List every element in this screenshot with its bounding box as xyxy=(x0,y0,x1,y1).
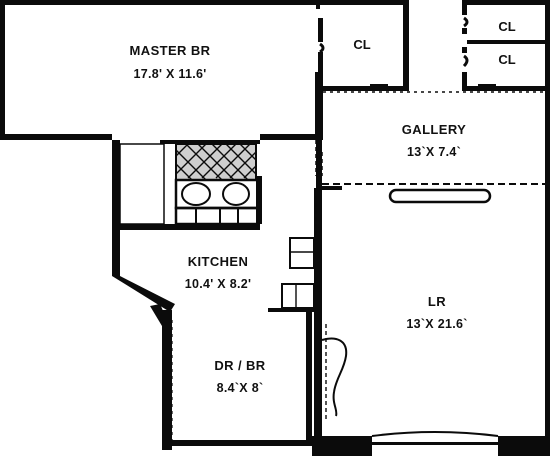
wall-gallery-bottom-left xyxy=(322,186,342,190)
wall-drbr-right xyxy=(306,312,312,446)
kitchen-bar-top xyxy=(120,224,260,230)
room-name-kitchen: KITCHEN xyxy=(188,254,249,269)
closet-mid-door-mark xyxy=(463,16,469,28)
wall-drbr-bottom xyxy=(162,440,312,446)
wall-closet-master-right xyxy=(403,0,409,90)
wall-master-left xyxy=(0,0,5,138)
room-name-master-br: MASTER BR xyxy=(130,43,211,58)
lr-window xyxy=(371,431,499,437)
wall-kitchen-left xyxy=(112,140,120,276)
sink-right xyxy=(222,182,250,206)
wall-closets-left-d xyxy=(462,72,467,90)
room-name-gallery: GALLERY xyxy=(402,122,466,137)
wall-lr-bottom-line xyxy=(372,442,498,445)
wall-closet-master-left xyxy=(318,18,323,42)
room-name-dr-br: DR / BR xyxy=(214,358,265,373)
wall-closets-left-a xyxy=(462,5,467,15)
fixtures xyxy=(119,16,545,440)
wall-closets-left-b xyxy=(462,28,467,34)
wall-drbr-left xyxy=(162,310,172,450)
wall-drbr-top xyxy=(268,308,318,312)
wall-closet-master-left-2 xyxy=(318,52,323,72)
kitchen-appliance-2 xyxy=(281,283,315,309)
wall-closets-right-side xyxy=(545,0,550,456)
wall-lr-bottom-right xyxy=(498,436,550,456)
sink-left xyxy=(181,182,211,206)
room-labels: MASTER BR 17.8' X 11.6' GALLERY 13`X 7.4… xyxy=(130,19,516,395)
wall-closets-divider xyxy=(467,40,545,44)
wall-closets-right-top xyxy=(462,0,550,5)
drbr-door-detail xyxy=(321,337,348,417)
lr-radiator xyxy=(388,188,492,204)
wall-master-right xyxy=(315,72,323,140)
room-dims-kitchen: 10.4' X 8.2' xyxy=(185,277,252,291)
kitchen-right-post xyxy=(256,176,262,224)
stove-hatch xyxy=(175,143,257,181)
closet-master-door-mark xyxy=(319,42,325,54)
kitchen-appliance-1 xyxy=(289,237,315,269)
wall-lr-bottom-left xyxy=(312,436,372,456)
closet-label-master: CL xyxy=(353,37,370,52)
room-dims-gallery: 13`X 7.4` xyxy=(407,145,461,159)
room-name-lr: LR xyxy=(428,294,446,309)
closet-label-mid-right: CL xyxy=(498,52,515,67)
wall-closets-left-c xyxy=(462,47,467,53)
wall-kitchen-counter xyxy=(160,140,260,144)
closet-master-nub xyxy=(370,84,388,90)
wall-master-right-top xyxy=(316,5,320,9)
wall-closets-bottom xyxy=(462,86,545,91)
kitchen-fridge xyxy=(119,143,165,225)
wall-center xyxy=(314,188,322,456)
closet-label-top-right: CL xyxy=(498,19,515,34)
wall-gallery-left xyxy=(316,140,322,188)
room-dims-lr: 13`X 21.6` xyxy=(406,317,467,331)
closet-mid-door-mark-2 xyxy=(462,54,469,68)
room-dims-master-br: 17.8' X 11.6' xyxy=(133,67,206,81)
closet-right-nub xyxy=(478,84,496,90)
wall-master-top xyxy=(0,0,408,5)
wall-master-bottom-2 xyxy=(260,134,316,140)
room-dims-dr-br: 8.4`X 8` xyxy=(217,381,264,395)
wall-kitchen-angle xyxy=(112,276,175,312)
wall-master-bottom xyxy=(0,134,112,140)
wall-closet-master-bottom xyxy=(323,86,409,91)
